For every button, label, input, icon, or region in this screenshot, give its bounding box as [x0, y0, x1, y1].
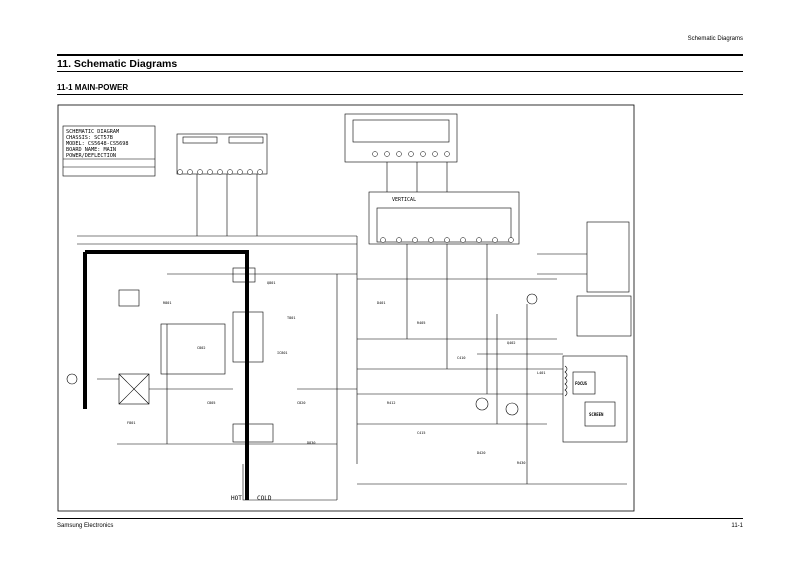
screen-label: SCREEN — [589, 412, 604, 417]
subsection-title: 11-1 MAIN-POWER — [57, 83, 129, 92]
footer-rule — [57, 518, 743, 519]
svg-text:D830: D830 — [307, 441, 315, 445]
svg-text:L401: L401 — [537, 371, 545, 375]
svg-text:T801: T801 — [287, 316, 295, 320]
svg-text:R430: R430 — [517, 461, 525, 465]
svg-text:IC801: IC801 — [277, 351, 288, 355]
title-block-line5: POWER/DEFLECTION — [66, 153, 116, 159]
svg-text:R405: R405 — [417, 321, 425, 325]
title-block-line2: CHASSIS: SCT57B — [66, 135, 113, 141]
focus-label: FOCUS — [575, 381, 588, 386]
svg-text:C820: C820 — [297, 401, 305, 405]
svg-text:Q402: Q402 — [507, 341, 515, 345]
section-rule — [57, 71, 743, 72]
title-block-line3: MODEL: CS5648-CS5698 — [66, 141, 128, 147]
svg-text:C415: C415 — [417, 431, 425, 435]
svg-text:C410: C410 — [457, 356, 465, 360]
svg-text:R412: R412 — [387, 401, 395, 405]
title-block-line4: BOARD NAME: MAIN — [66, 147, 116, 153]
svg-text:D401: D401 — [377, 301, 385, 305]
header-rule — [57, 54, 743, 56]
title-block-line1: SCHEMATIC DIAGRAM — [66, 129, 119, 135]
footer-page-number: 11-1 — [731, 523, 743, 529]
svg-text:R801: R801 — [163, 301, 171, 305]
svg-text:F801: F801 — [127, 421, 135, 425]
svg-text:C805: C805 — [207, 401, 215, 405]
hot-zone-label: HOT — [231, 495, 242, 502]
svg-text:Q801: Q801 — [267, 281, 275, 285]
subsection-rule — [57, 94, 743, 95]
vertical-block-label: VERTICAL — [392, 197, 416, 203]
svg-text:D420: D420 — [477, 451, 485, 455]
section-title: 11. Schematic Diagrams — [57, 58, 178, 70]
svg-text:C802: C802 — [197, 346, 205, 350]
footer-company: Samsung Electronics — [57, 523, 114, 529]
cold-zone-label: COLD — [257, 495, 272, 502]
header-section-label: Schematic Diagrams — [687, 36, 743, 42]
